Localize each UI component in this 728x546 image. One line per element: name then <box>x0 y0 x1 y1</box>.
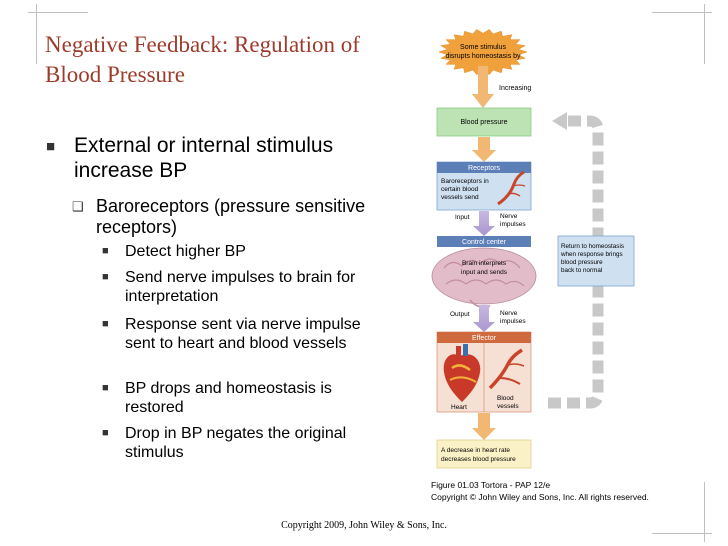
brain-icon <box>431 247 537 308</box>
control-center-header <box>437 236 531 247</box>
receptors-text-3: vessels send <box>441 194 479 201</box>
blood-vessels-label-1: Blood <box>497 395 514 402</box>
blood-pressure-box <box>436 107 532 137</box>
connector-arrow-icon <box>472 413 496 440</box>
control-center-text-2: input and sends <box>461 269 508 276</box>
caption-line-1: Figure 01.03 Tortora - PAP 12/e <box>431 480 551 490</box>
effector-header <box>437 332 531 343</box>
blood-pressure-label: Blood pressure <box>460 119 507 126</box>
blood-vessels-label-2: vessels <box>497 403 519 410</box>
return-text-3: blood pressure <box>561 259 603 266</box>
return-loop-arrow <box>548 112 604 409</box>
corner-line-bottom-right-h <box>652 533 712 534</box>
receptors-text-2: certain blood <box>441 186 479 193</box>
output-arrow-icon <box>473 305 495 332</box>
caption-line-2: Copyright © John Wiley and Sons, Inc. Al… <box>431 492 649 502</box>
result-box <box>436 439 532 469</box>
stimulus-arrow <box>472 66 494 108</box>
footer-copyright: Copyright 2009, John Wiley & Sons, Inc. <box>281 520 447 531</box>
output-label: Output <box>450 311 470 318</box>
corner-line-top-left-h <box>28 12 88 13</box>
connector-arrow-icon <box>472 137 496 162</box>
corner-line-bottom-right-v <box>704 482 705 542</box>
stimulus-text-1: Some stimulus <box>460 44 506 51</box>
control-center-text-1: Brain interprets <box>462 260 507 267</box>
corner-line-top-right-h <box>652 12 712 13</box>
effector-title: Effector <box>472 335 497 342</box>
figure-caption: Figure 01.03 Tortora - PAP 12/e Copyrigh… <box>431 479 649 503</box>
control-center-title: Control center <box>462 239 507 246</box>
heart-label: Heart <box>451 404 467 411</box>
return-text-1: Return to homeostasis <box>561 243 624 250</box>
receptors-text-1: Baroreceptors in <box>441 178 489 185</box>
slide-title: Negative Feedback: Regulation of Blood P… <box>45 32 360 87</box>
orange-arrowhead-icon <box>472 94 494 108</box>
increasing-label: Increasing <box>499 85 531 92</box>
result-text-1: A decrease in heart rate <box>441 447 510 454</box>
blood-vessel-icon <box>497 170 526 206</box>
return-text-4: back to normal <box>561 267 602 274</box>
receptors-header <box>437 162 531 173</box>
stimulus-text-2: disrupts homeostasis by <box>445 53 521 60</box>
input-label: Input <box>455 214 470 221</box>
corner-line-top-left-v <box>36 4 37 64</box>
result-text-2: decreases blood pressure <box>441 456 516 463</box>
heart-icon <box>443 344 481 402</box>
return-homeostasis-box <box>557 235 635 287</box>
return-arrowhead-icon <box>552 112 567 130</box>
corner-line-top-right-v <box>704 4 705 64</box>
receptors-title: Receptors <box>468 165 500 172</box>
nerve-impulses-label-2b: impulses <box>500 318 526 325</box>
input-arrow-icon <box>473 211 495 236</box>
stimulus-starburst: Some stimulus disrupts homeostasis by <box>438 29 528 75</box>
nerve-impulses-label-1a: Nerve <box>500 213 518 220</box>
nerve-impulses-label-2a: Nerve <box>500 310 518 317</box>
nerve-impulses-label-1b: impulses <box>500 221 526 228</box>
return-text-2: when response brings <box>560 251 623 258</box>
blood-vessels-icon <box>488 348 525 390</box>
